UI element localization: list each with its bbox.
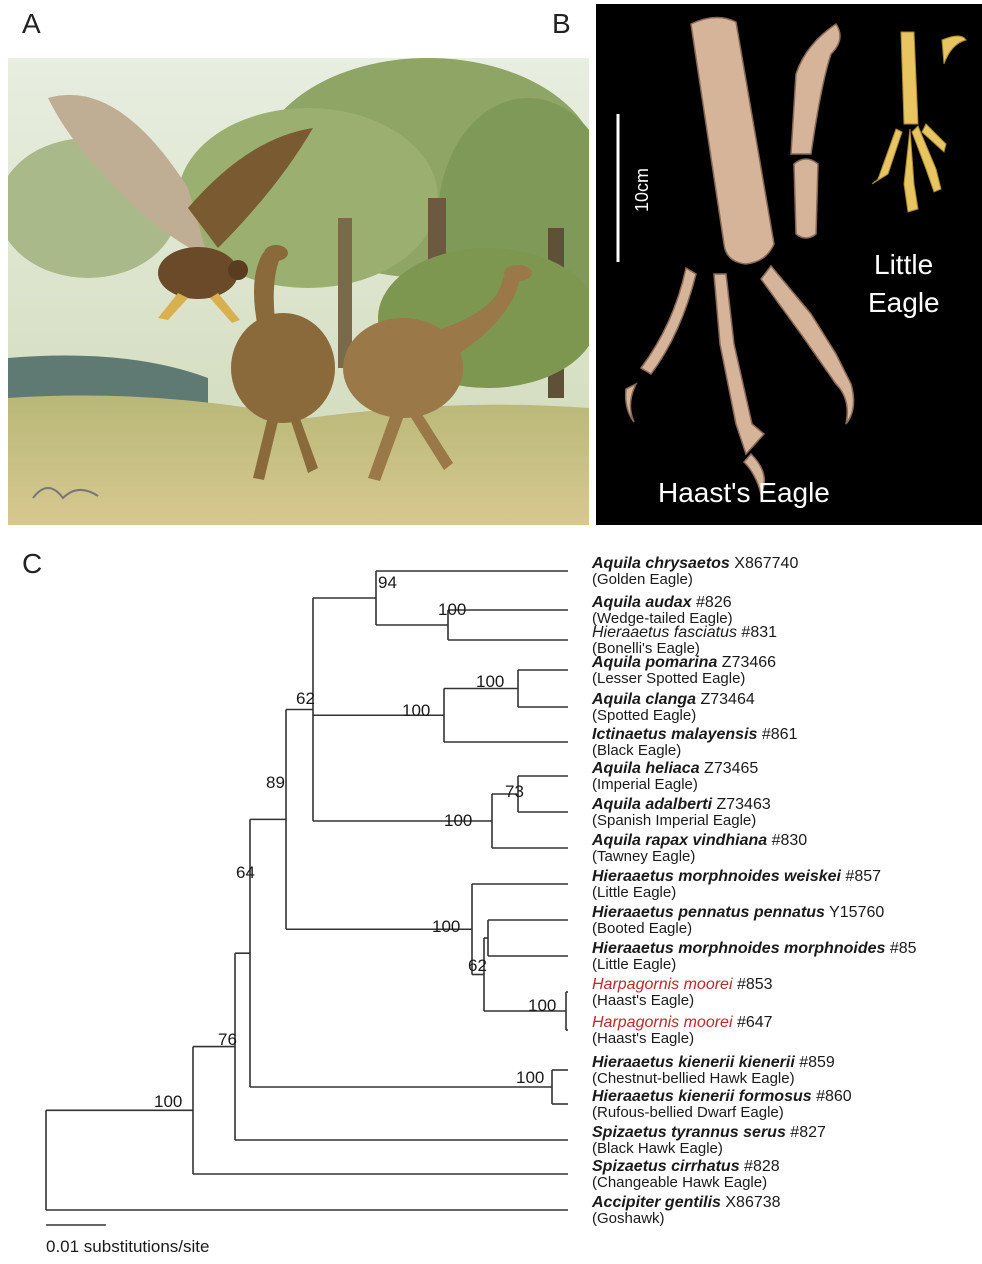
bootstrap-value: 94 [378,573,397,592]
haasts-eagle-bones [626,17,854,494]
tip-label: Hieraaetus fasciatus #831 [592,624,777,641]
panel-label-b: B [552,8,571,40]
little-eagle-label-line2: Eagle [868,287,940,318]
tip-label: Aquila adalberti Z73463 [591,796,771,813]
bootstrap-value: 100 [154,1092,182,1111]
bootstrap-value: 73 [505,782,524,801]
bootstrap-value: 100 [528,996,556,1015]
tip-label: Spizaetus cirrhatus #828 [592,1158,780,1175]
little-eagle-label-line1: Little [874,249,933,280]
tip-common-name: (Changeable Hawk Eagle) [592,1174,767,1191]
tip-common-name: (Spotted Eagle) [592,707,696,724]
tip-label: Aquila chrysaetos X867740 [591,555,798,572]
tip-common-name: (Rufous-bellied Dwarf Eagle) [592,1104,784,1121]
tip-common-name: (Haast's Eagle) [592,1030,694,1047]
tip-label: Aquila heliaca Z73465 [591,760,758,777]
tip-label: Hieraaetus pennatus pennatus Y15760 [592,904,884,921]
tip-label: Aquila audax #826 [591,594,732,611]
bootstrap-value: 100 [402,701,430,720]
bootstrap-value: 62 [296,689,315,708]
bootstrap-value: 100 [438,600,466,619]
tip-label: Aquila clanga Z73464 [591,691,755,708]
bootstrap-value: 76 [218,1030,237,1049]
bootstrap-value: 64 [236,863,255,882]
little-eagle-bones [872,32,966,212]
haasts-eagle-label: Haast's Eagle [658,477,830,508]
tip-label: Aquila pomarina Z73466 [591,654,776,671]
tip-common-name: (Chestnut-bellied Hawk Eagle) [592,1070,795,1087]
tip-label: Hieraaetus morphnoides morphnoides #85 [592,940,917,957]
tip-common-name: (Little Eagle) [592,884,676,901]
tip-label: Hieraaetus kienerii formosus #860 [592,1088,852,1105]
tip-label: Spizaetus tyrannus serus #827 [592,1124,826,1141]
bootstrap-value: 100 [476,672,504,691]
tip-common-name: (Booted Eagle) [592,920,692,937]
tip-common-name: (Imperial Eagle) [592,776,698,793]
tip-common-name: (Black Eagle) [592,742,681,759]
bootstrap-value: 89 [266,773,285,792]
tip-common-name: (Lesser Spotted Eagle) [592,670,745,687]
tip-label: Harpagornis moorei #647 [592,1014,773,1031]
tip-common-name: (Golden Eagle) [592,571,693,588]
tip-label: Hieraaetus kienerii kienerii #859 [592,1054,835,1071]
tip-common-name: (Goshawk) [592,1210,665,1227]
tip-label: Ictinaetus malayensis #861 [592,726,798,743]
panel-label-a: A [22,8,41,40]
tip-label: Aquila rapax vindhiana #830 [591,832,807,849]
tip-common-name: (Spanish Imperial Eagle) [592,812,756,829]
tip-label: Accipiter gentilis X86738 [591,1194,781,1211]
scale-bar-label: 0.01 substitutions/site [46,1237,209,1256]
tip-label: Harpagornis moorei #853 [592,976,773,993]
eagle-moa-illustration [8,58,589,525]
bootstrap-value: 62 [468,956,487,975]
bootstrap-value: 100 [444,811,472,830]
tip-common-name: (Haast's Eagle) [592,992,694,1009]
tip-common-name: (Little Eagle) [592,956,676,973]
bootstrap-value: 100 [516,1068,544,1087]
tip-common-name: (Black Hawk Eagle) [592,1140,723,1157]
bootstrap-value: 100 [432,917,460,936]
scale-label: 10cm [632,168,652,212]
talon-bones-panel: 10cm Little Eagle Haast's Eagle [596,4,982,525]
tip-common-name: (Tawney Eagle) [592,848,695,865]
tip-label: Hieraaetus morphnoides weiskei #857 [592,868,881,885]
